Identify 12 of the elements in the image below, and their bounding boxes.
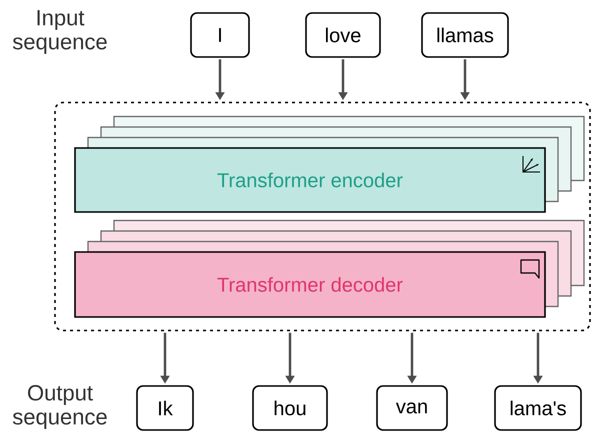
axis-label: Input sequence (12, 10, 107, 54)
dashed-container (54, 102, 591, 332)
token-box: love (305, 12, 381, 58)
token-box: I (190, 12, 250, 58)
axis-label: Output sequence (12, 385, 107, 429)
decoder-stack: Transformer decoder (74, 220, 585, 318)
encoder-stack: Transformer encoder (74, 116, 585, 213)
token-box: hou (252, 385, 328, 431)
token-box: llamas (421, 12, 509, 58)
token-box: Ik (136, 385, 194, 431)
token-box: lama's (494, 385, 582, 431)
token-box: van (376, 385, 448, 431)
